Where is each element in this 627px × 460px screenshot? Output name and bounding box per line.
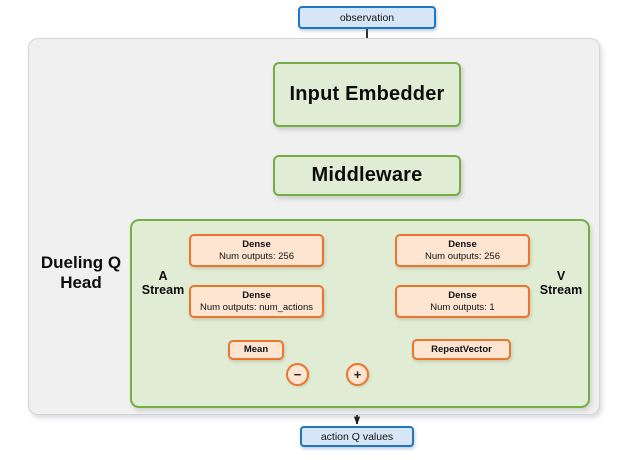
- repeat-vector-node[interactable]: RepeatVector: [412, 339, 511, 360]
- v-stream-label: V Stream: [534, 269, 588, 298]
- middleware-node[interactable]: Middleware: [273, 155, 461, 196]
- observation-label: observation: [339, 11, 395, 24]
- v-stream-dense-256-node[interactable]: Dense Num outputs: 256: [395, 234, 530, 267]
- input-embedder-node[interactable]: Input Embedder: [273, 62, 461, 127]
- middleware-label: Middleware: [311, 164, 423, 186]
- a-stream-label-line1: A: [158, 269, 168, 283]
- a-stream-label: A Stream: [136, 269, 190, 298]
- v-stream-dense-256-title: Dense: [448, 238, 477, 250]
- add-operator-symbol: +: [353, 367, 362, 382]
- v-stream-dense-1-node[interactable]: Dense Num outputs: 1: [395, 285, 530, 318]
- v-stream-dense-1-title: Dense: [448, 289, 477, 301]
- a-stream-dense-256-title: Dense: [242, 238, 271, 250]
- v-stream-dense-1-subtitle: Num outputs: 1: [430, 301, 495, 313]
- a-stream-dense-256-node[interactable]: Dense Num outputs: 256: [189, 234, 324, 267]
- action-q-values-node[interactable]: action Q values: [300, 426, 414, 447]
- a-stream-dense-num-actions-node[interactable]: Dense Num outputs: num_actions: [189, 285, 324, 318]
- dueling-q-head-title-text: Dueling Q Head: [40, 253, 122, 292]
- v-stream-dense-256-subtitle: Num outputs: 256: [425, 250, 500, 262]
- add-operator[interactable]: +: [346, 363, 369, 386]
- a-stream-dense-num-actions-subtitle: Num outputs: num_actions: [199, 301, 313, 313]
- v-stream-label-line1: V: [556, 269, 566, 283]
- a-stream-dense-256-subtitle: Num outputs: 256: [219, 250, 294, 262]
- a-stream-dense-num-actions-title: Dense: [242, 289, 271, 301]
- repeat-vector-label: RepeatVector: [431, 343, 492, 355]
- a-stream-label-line2: Stream: [141, 283, 185, 298]
- observation-node[interactable]: observation: [298, 6, 436, 29]
- v-stream-label-line2: Stream: [539, 283, 583, 298]
- input-embedder-label: Input Embedder: [289, 83, 445, 105]
- subtract-operator-symbol: −: [293, 367, 302, 382]
- mean-node[interactable]: Mean: [228, 340, 284, 360]
- dueling-q-head-title: Dueling Q Head: [34, 253, 128, 292]
- mean-label: Mean: [243, 344, 269, 356]
- action-q-values-label: action Q values: [320, 430, 394, 443]
- subtract-operator[interactable]: −: [286, 363, 309, 386]
